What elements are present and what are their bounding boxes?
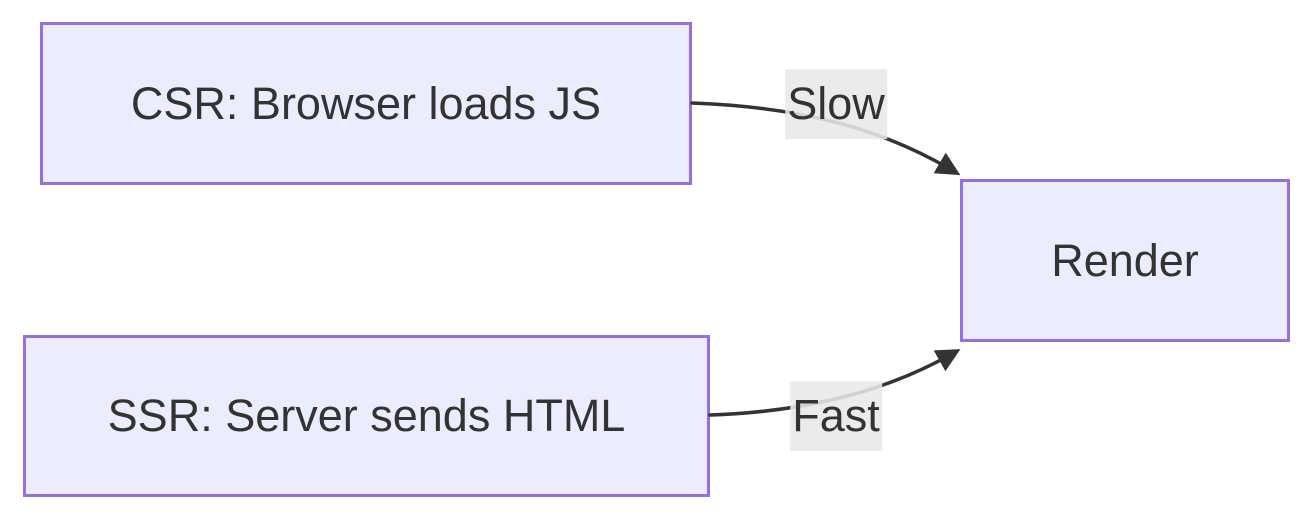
edge-label-fast: Fast [790, 381, 882, 451]
node-csr: CSR: Browser loads JS [40, 22, 692, 185]
edge-label-slow: Slow [785, 69, 887, 139]
node-ssr-label: SSR: Server sends HTML [107, 390, 626, 442]
node-render: Render [960, 179, 1290, 342]
node-csr-label: CSR: Browser loads JS [130, 77, 602, 129]
node-render-label: Render [1051, 234, 1199, 286]
node-ssr: SSR: Server sends HTML [23, 335, 710, 497]
